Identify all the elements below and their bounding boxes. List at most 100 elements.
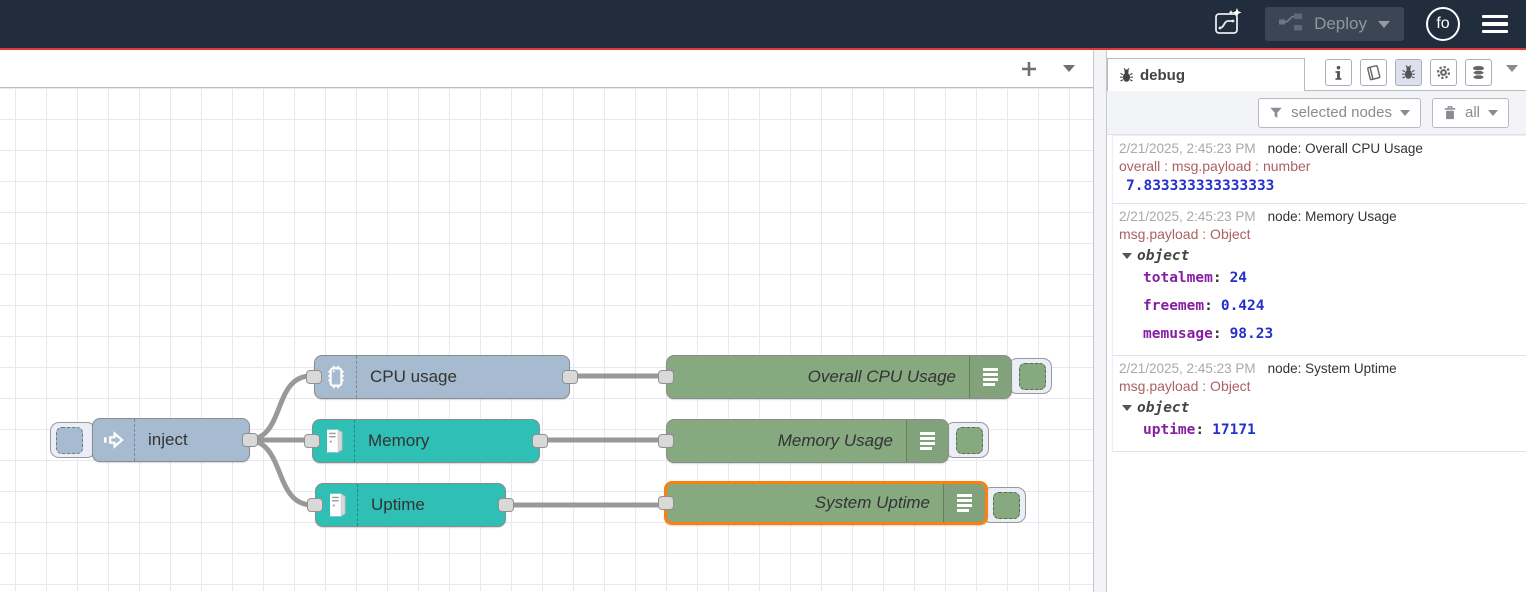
input-port[interactable]	[658, 434, 674, 448]
object-property: totalmem:24	[1143, 270, 1248, 286]
wire[interactable]	[244, 437, 315, 508]
context-data-tab-button[interactable]	[1465, 59, 1492, 86]
flow-list-button[interactable]	[1057, 57, 1081, 81]
sidebar-splitter[interactable]	[1093, 50, 1107, 592]
trash-icon	[1444, 106, 1456, 120]
info-tab-button[interactable]	[1325, 59, 1352, 86]
debug-toolbar: selected nodes all	[1107, 91, 1526, 135]
inject-arrow-icon	[93, 419, 135, 461]
output-port[interactable]	[498, 498, 514, 512]
object-property: freemem:0.424	[1143, 298, 1265, 314]
debug-toggle-button[interactable]	[945, 422, 989, 458]
header: Deploy fo	[0, 0, 1526, 48]
output-port[interactable]	[532, 434, 548, 448]
header-accent-line	[0, 48, 1526, 50]
cpu-chip-icon	[315, 356, 357, 398]
header-actions: Deploy fo	[1213, 7, 1526, 41]
sidebar-menu-caret-icon[interactable]	[1506, 65, 1518, 72]
node-label: Uptime	[371, 495, 425, 514]
object-label: object	[1137, 248, 1190, 264]
bug-icon	[1402, 65, 1415, 79]
output-port[interactable]	[242, 433, 258, 447]
message-timestamp: 2/21/2025, 2:45:23 PM	[1119, 209, 1256, 224]
message-meta: overall : msg.payload : number	[1119, 158, 1311, 174]
chevron-down-icon	[1063, 65, 1075, 72]
message-meta: msg.payload : Object	[1119, 378, 1251, 394]
computer-tower-icon	[316, 484, 358, 526]
deploy-button[interactable]: Deploy	[1265, 7, 1404, 41]
debug-message: 2/21/2025, 2:45:23 PM node: System Uptim…	[1112, 356, 1526, 452]
deploy-label: Deploy	[1314, 14, 1367, 33]
debug-tab-button[interactable]	[1395, 59, 1422, 86]
avatar-initials: fo	[1436, 15, 1450, 32]
debug-list-icon	[906, 420, 948, 462]
node-label: Memory	[368, 431, 430, 450]
debug-clear-button[interactable]: all	[1431, 97, 1509, 128]
debug-filter-button[interactable]: selected nodes	[1258, 97, 1421, 128]
flow-tabbar	[0, 50, 1093, 88]
inject-trigger-button[interactable]	[50, 422, 96, 458]
deploy-caret-icon[interactable]	[1378, 20, 1390, 28]
book-icon	[1367, 65, 1381, 81]
node-label: inject	[148, 430, 188, 449]
info-icon	[1335, 65, 1342, 80]
wires-layer	[244, 373, 666, 508]
tab-debug-label: debug	[1140, 66, 1185, 84]
bug-icon	[1120, 67, 1133, 82]
node-uptime[interactable]: Uptime	[307, 483, 514, 527]
filter-label: selected nodes	[1291, 104, 1392, 121]
message-source-node[interactable]: node: System Uptime	[1267, 361, 1397, 376]
debug-list-icon	[969, 356, 1011, 398]
message-source-node[interactable]: node: Memory Usage	[1267, 209, 1397, 224]
main-area: inject CPU usage	[0, 50, 1526, 592]
input-port[interactable]	[658, 496, 674, 510]
node-debug-overall-cpu[interactable]: Overall CPU Usage	[658, 355, 1012, 399]
object-property: uptime:17171	[1143, 422, 1256, 438]
node-debug-memory-usage[interactable]: Memory Usage	[658, 419, 949, 463]
flow-assistant-button[interactable]	[1213, 7, 1243, 41]
debug-message-list: 2/21/2025, 2:45:23 PM node: Overall CPU …	[1107, 135, 1526, 592]
tab-debug[interactable]: debug	[1107, 58, 1305, 91]
node-cpu-usage[interactable]: CPU usage	[306, 355, 578, 399]
config-tab-button[interactable]	[1430, 59, 1457, 86]
flow-canvas[interactable]: inject CPU usage	[0, 88, 1093, 591]
ai-flow-sparkle-icon	[1213, 7, 1243, 41]
debug-message: 2/21/2025, 2:45:23 PM node: Memory Usage…	[1112, 204, 1526, 356]
node-debug-system-uptime[interactable]: System Uptime	[658, 481, 988, 525]
input-port[interactable]	[306, 370, 322, 384]
deploy-icon	[1279, 13, 1303, 36]
input-port[interactable]	[304, 434, 320, 448]
main-menu-button[interactable]	[1482, 14, 1508, 34]
workspace: inject CPU usage	[0, 50, 1093, 592]
chevron-down-icon	[1488, 109, 1498, 116]
wire[interactable]	[244, 373, 314, 443]
debug-message: 2/21/2025, 2:45:23 PM node: Overall CPU …	[1112, 135, 1526, 204]
plus-icon	[1022, 61, 1036, 76]
context-data-icon	[1472, 65, 1485, 80]
clear-label: all	[1464, 104, 1480, 121]
gear-icon	[1436, 65, 1451, 80]
user-avatar[interactable]: fo	[1426, 7, 1460, 41]
node-memory[interactable]: Memory	[304, 419, 548, 463]
hamburger-icon	[1482, 14, 1508, 19]
node-label: Overall CPU Usage	[807, 367, 956, 386]
sidebar: debug	[1107, 50, 1526, 592]
message-source-node[interactable]: node: Overall CPU Usage	[1267, 141, 1423, 156]
add-flow-button[interactable]	[1017, 57, 1041, 81]
node-label: Memory Usage	[777, 431, 893, 450]
computer-tower-icon	[313, 420, 355, 462]
debug-toggle-button[interactable]	[1008, 358, 1052, 394]
message-meta: msg.payload : Object	[1119, 226, 1251, 242]
node-label: CPU usage	[370, 367, 457, 386]
output-port[interactable]	[562, 370, 578, 384]
input-port[interactable]	[658, 370, 674, 384]
expand-toggle-icon[interactable]	[1122, 253, 1132, 259]
expand-toggle-icon[interactable]	[1122, 405, 1132, 411]
debug-toggle-button[interactable]	[982, 487, 1026, 523]
input-port[interactable]	[307, 498, 323, 512]
sidebar-tab-buttons	[1325, 59, 1526, 90]
help-tab-button[interactable]	[1360, 59, 1387, 86]
node-inject[interactable]: inject	[92, 418, 258, 462]
object-label: object	[1137, 400, 1190, 416]
